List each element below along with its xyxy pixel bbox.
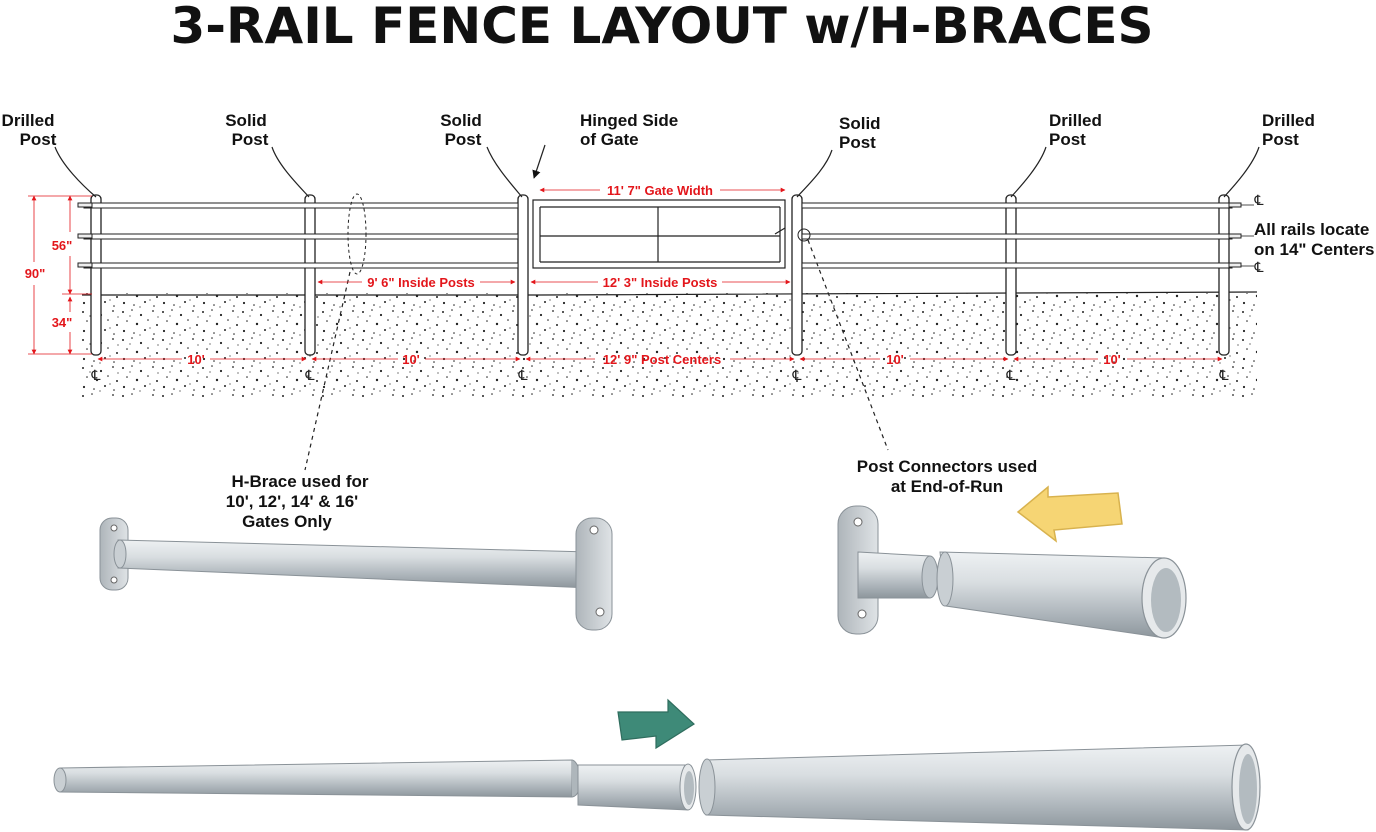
post-label-2: Solid Post — [225, 111, 269, 149]
svg-text:All rails locate: All rails locate — [1254, 220, 1369, 239]
dimension-lines — [28, 187, 1223, 362]
svg-text:Post: Post — [232, 130, 269, 149]
post-1 — [90, 194, 102, 356]
svg-text:℄: ℄ — [1254, 260, 1264, 276]
diagram-title: 3-RAIL FENCE LAYOUT w/H-BRACES — [170, 0, 1153, 55]
inside-posts-dim-1: 9' 6" Inside Posts — [367, 275, 475, 290]
svg-text:Post: Post — [445, 130, 482, 149]
post-6 — [1218, 194, 1230, 356]
inside-posts-dim-2: 12' 3" Inside Posts — [603, 275, 718, 290]
svg-text:Drilled: Drilled — [1262, 111, 1315, 130]
post-connector-illustration — [837, 505, 1187, 639]
yellow-arrow-icon — [1016, 485, 1123, 543]
hbrace-illustration — [99, 517, 613, 631]
svg-text:℄: ℄ — [91, 368, 101, 384]
span-1-dim: 10' — [187, 352, 205, 367]
svg-text:Drilled: Drilled — [2, 111, 55, 130]
height-34-dim: 34" — [52, 315, 73, 330]
svg-text:Post: Post — [839, 133, 876, 152]
post-label-6: Drilled Post — [1262, 111, 1315, 149]
svg-text:Post Connectors used: Post Connectors used — [857, 457, 1037, 476]
span-3-dim: 10' — [886, 352, 904, 367]
gate-width-dim: 11' 7" Gate Width — [607, 183, 713, 198]
post-3 — [517, 194, 529, 356]
post-5 — [1005, 194, 1017, 356]
height-56-dim: 56" — [52, 238, 73, 253]
svg-text:H-Brace used for: H-Brace used for — [232, 472, 369, 491]
post-label-3: Solid Post — [440, 111, 482, 149]
post-label-5: Drilled Post — [1049, 111, 1102, 149]
svg-text:Solid: Solid — [839, 114, 881, 133]
svg-text:℄: ℄ — [1219, 368, 1229, 384]
rails-note: All rails locate on 14" Centers — [1254, 220, 1375, 259]
svg-text:on 14" Centers: on 14" Centers — [1254, 240, 1375, 259]
svg-text:℄: ℄ — [1006, 368, 1016, 384]
svg-text:℄: ℄ — [1254, 193, 1264, 209]
centerline-symbols: ℄ ℄ ℄ ℄ ℄ ℄ ℄ ℄ — [91, 193, 1264, 384]
rail-connector-illustration — [53, 743, 1261, 831]
svg-text:at End-of-Run: at End-of-Run — [891, 477, 1003, 496]
hbrace-note: H-Brace used for 10', 12', 14' & 16' Gat… — [226, 472, 369, 531]
connector-note: Post Connectors used at End-of-Run — [857, 457, 1037, 496]
post-label-1: Drilled Post — [2, 111, 57, 149]
svg-text:℄: ℄ — [305, 368, 315, 384]
svg-text:℄: ℄ — [792, 368, 802, 384]
post-label-gate: Hinged Side of Gate — [580, 111, 678, 149]
gate — [532, 199, 786, 269]
leader-lines — [54, 144, 1260, 471]
green-arrow-icon — [617, 698, 695, 750]
svg-text:Solid: Solid — [225, 111, 267, 130]
svg-text:Hinged Side: Hinged Side — [580, 111, 678, 130]
span-2-dim: 10' — [402, 352, 420, 367]
svg-text:of Gate: of Gate — [580, 130, 639, 149]
svg-text:Post: Post — [1262, 130, 1299, 149]
rail-centerline-ticks — [1241, 204, 1254, 267]
ground — [82, 291, 1258, 397]
fence-rails — [77, 202, 1242, 269]
span-4-dim: 10' — [1103, 352, 1121, 367]
svg-text:Solid: Solid — [440, 111, 482, 130]
hbrace-callout-ellipse — [347, 193, 367, 275]
post-4 — [791, 194, 803, 356]
connector-callout-circle — [797, 228, 811, 242]
svg-text:Drilled: Drilled — [1049, 111, 1102, 130]
svg-text:10', 12', 14' & 16': 10', 12', 14' & 16' — [226, 492, 358, 511]
post-centers-dim: 12' 9" Post Centers — [603, 352, 721, 367]
height-90-dim: 90" — [25, 266, 46, 281]
post-2 — [304, 194, 316, 356]
svg-text:℄: ℄ — [518, 368, 528, 384]
svg-text:Gates Only: Gates Only — [242, 512, 332, 531]
svg-text:Post: Post — [20, 130, 57, 149]
svg-text:Post: Post — [1049, 130, 1086, 149]
post-label-4: Solid Post — [839, 114, 881, 152]
